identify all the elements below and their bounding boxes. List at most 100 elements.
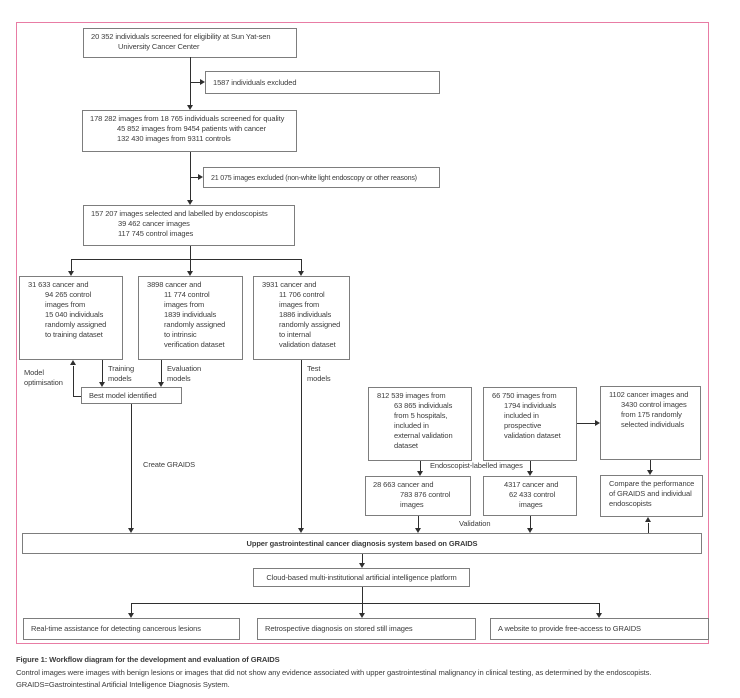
label-training-models: Training models bbox=[108, 364, 134, 384]
text-line: validation dataset bbox=[504, 431, 561, 440]
box-compare-performance: Compare the performance of GRAIDS and in… bbox=[600, 475, 703, 517]
connector-line bbox=[102, 360, 103, 382]
text-line: Model bbox=[24, 368, 44, 377]
arrow-down bbox=[358, 562, 365, 568]
label-validation: Validation bbox=[459, 519, 491, 528]
text-line: images bbox=[519, 500, 543, 509]
text-line: prospective bbox=[504, 421, 542, 430]
box-excluded-images: 21 075 images excluded (non-white light … bbox=[203, 167, 440, 188]
label-model-optimisation: Model optimisation bbox=[24, 368, 63, 388]
connector-line bbox=[418, 516, 419, 528]
text-line: 3898 cancer and bbox=[147, 280, 202, 289]
box-retrospective-diagnosis: Retrospective diagnosis on stored still … bbox=[257, 618, 476, 640]
connector-line bbox=[362, 603, 363, 613]
box-external-result: 28 663 cancer and 783 876 control images bbox=[365, 476, 471, 516]
text-line: A website to provide free-access to GRAI… bbox=[498, 624, 641, 633]
box-cloud-platform: Cloud-based multi-institutional artifici… bbox=[253, 568, 470, 587]
connector-line bbox=[73, 396, 81, 397]
text-line: to training dataset bbox=[45, 330, 103, 339]
connector-line bbox=[190, 152, 191, 201]
arrow-down bbox=[416, 470, 423, 476]
text-line: 11 706 control bbox=[279, 290, 325, 299]
text-line: 11 774 control bbox=[164, 290, 210, 299]
arrow-down bbox=[526, 527, 533, 533]
connector-line bbox=[73, 366, 74, 396]
text-line: of GRAIDS and individual bbox=[609, 489, 692, 498]
text-line: Training bbox=[108, 364, 135, 373]
connector-line bbox=[131, 603, 600, 604]
text-line: from 5 hospitals, bbox=[394, 411, 448, 420]
text-line: 178 282 images from 18 765 individuals s… bbox=[90, 114, 285, 123]
text-line: optimisation bbox=[24, 378, 63, 387]
text-line: 45 852 images from 9454 patients with ca… bbox=[117, 124, 267, 133]
connector-line bbox=[71, 259, 302, 260]
connector-line bbox=[648, 523, 649, 533]
text-line: images bbox=[400, 500, 424, 509]
text-line: University Cancer Center bbox=[118, 42, 200, 51]
text-line: Real-time assistance for detecting cance… bbox=[31, 624, 201, 633]
arrow-down bbox=[646, 469, 653, 475]
arrow-right bbox=[594, 419, 600, 426]
text-line: models bbox=[167, 374, 191, 383]
connector-line bbox=[301, 360, 302, 528]
caption-title: Figure 1: Workflow diagram for the devel… bbox=[16, 655, 280, 664]
arrow-down bbox=[157, 381, 164, 387]
arrow-down bbox=[127, 527, 134, 533]
connector-line bbox=[71, 259, 72, 271]
box-internal-validation-dataset: 3931 cancer and 11 706 control images fr… bbox=[253, 276, 350, 360]
text-line: 15 040 individuals bbox=[45, 310, 104, 319]
text-line: Test bbox=[307, 364, 321, 373]
connector-line bbox=[190, 177, 199, 178]
box-training-dataset: 31 633 cancer and 94 265 control images … bbox=[19, 276, 123, 360]
text-line: 1794 individuals bbox=[504, 401, 557, 410]
text-line: 21 075 images excluded (non-white light … bbox=[211, 173, 417, 182]
arrow-down bbox=[186, 270, 193, 276]
text-line: 783 876 control bbox=[400, 490, 451, 499]
connector-line bbox=[362, 554, 363, 563]
connector-line bbox=[301, 259, 302, 271]
arrow-right bbox=[199, 78, 205, 85]
connector-line bbox=[190, 57, 191, 106]
arrow-down bbox=[297, 527, 304, 533]
connector-line bbox=[362, 587, 363, 603]
text-line: images from bbox=[164, 300, 205, 309]
text-line: from 175 randomly bbox=[621, 410, 682, 419]
text-line: 3931 cancer and bbox=[262, 280, 317, 289]
text-line: Best model identified bbox=[89, 390, 157, 400]
text-line: 39 462 cancer images bbox=[118, 219, 190, 228]
text-line: 28 663 cancer and bbox=[373, 480, 434, 489]
text-line: randomly assigned bbox=[45, 320, 107, 329]
box-graids-system: Upper gastrointestinal cancer diagnosis … bbox=[22, 533, 702, 554]
box-best-model: Best model identified bbox=[81, 387, 182, 404]
text-line: 62 433 control bbox=[509, 490, 556, 499]
text-line: to intrinsic bbox=[164, 330, 197, 339]
text-line: 31 633 cancer and bbox=[28, 280, 89, 289]
text-line: 1102 cancer images and bbox=[609, 390, 689, 399]
arrow-down bbox=[358, 612, 365, 618]
text-line: 1839 individuals bbox=[164, 310, 217, 319]
arrow-down bbox=[98, 381, 105, 387]
label-evaluation-models: Evaluation models bbox=[167, 364, 201, 384]
text-line: randomly assigned bbox=[164, 320, 226, 329]
arrow-up bbox=[69, 360, 76, 365]
text-line: included in bbox=[394, 421, 429, 430]
arrow-down bbox=[186, 199, 193, 205]
text-line: endoscopists bbox=[609, 499, 652, 508]
box-external-validation-dataset: 812 539 images from 63 865 individuals f… bbox=[368, 387, 472, 461]
text-line: validation dataset bbox=[279, 340, 336, 349]
text-line: 1886 individuals bbox=[279, 310, 332, 319]
text-line: 20 352 individuals screened for eligibil… bbox=[91, 32, 271, 41]
text-line: 157 207 images selected and labelled by … bbox=[91, 209, 268, 218]
arrow-down bbox=[297, 270, 304, 276]
connector-line bbox=[131, 603, 132, 613]
text-line: Cloud-based multi-institutional artifici… bbox=[266, 572, 457, 582]
caption-body-line: Control images were images with benign l… bbox=[16, 668, 652, 677]
text-line: included in bbox=[504, 411, 539, 420]
box-excluded-individuals: 1587 individuals excluded bbox=[205, 71, 440, 94]
connector-line bbox=[530, 461, 531, 471]
text-line: Compare the performance bbox=[609, 479, 695, 488]
text-line: Evaluation bbox=[167, 364, 202, 373]
text-line: 132 430 images from 9311 controls bbox=[117, 134, 231, 143]
connector-line bbox=[190, 82, 201, 83]
